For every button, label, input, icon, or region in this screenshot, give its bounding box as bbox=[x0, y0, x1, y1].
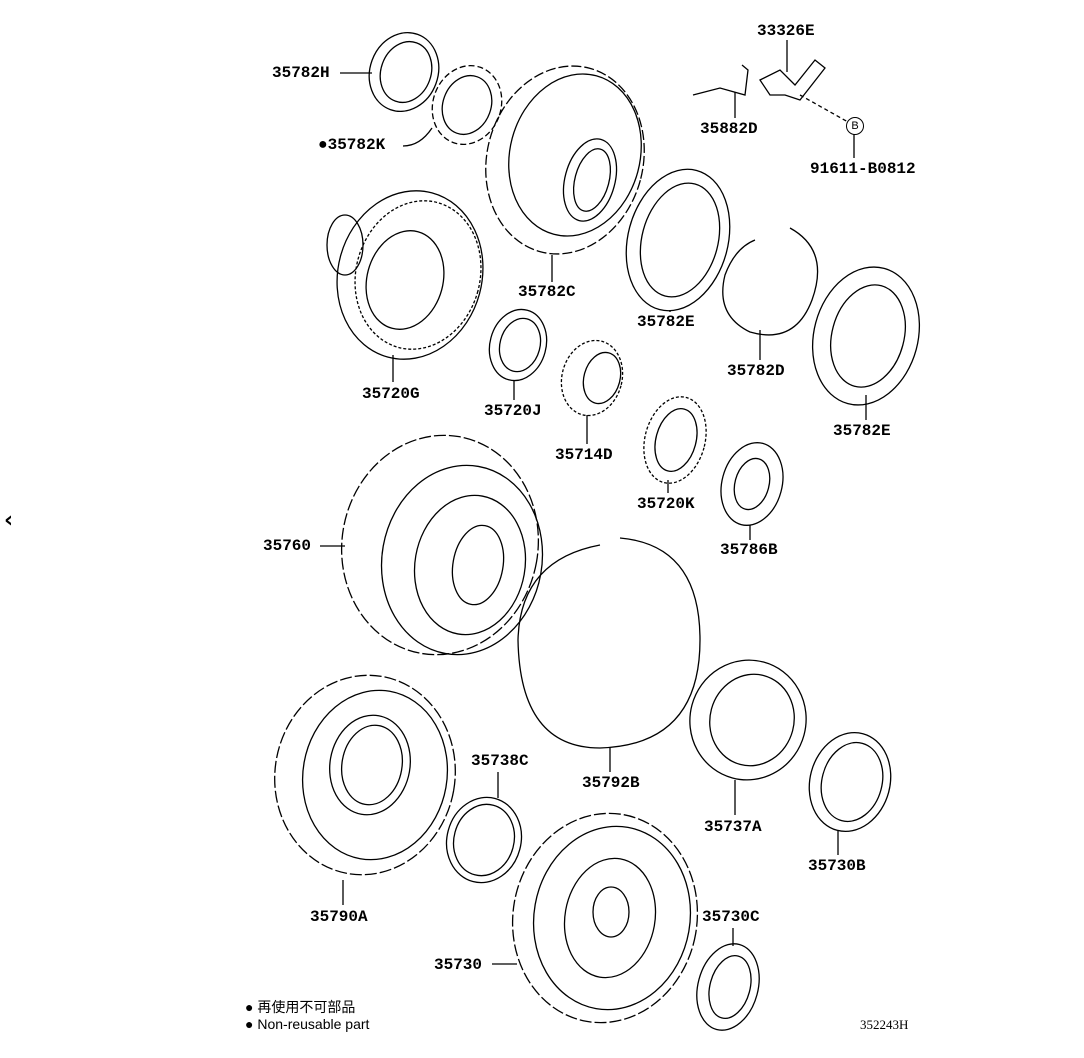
part-35782C-gear bbox=[485, 65, 645, 282]
label-35790A: 35790A bbox=[310, 908, 368, 926]
label-35714D: 35714D bbox=[555, 446, 613, 464]
part-35782H-nut bbox=[340, 32, 440, 112]
part-35782D-snap-ring bbox=[722, 227, 819, 360]
label-35792B: 35792B bbox=[582, 774, 640, 792]
label-35720G: 35720G bbox=[362, 385, 420, 403]
part-35730C-bearing bbox=[696, 928, 760, 1031]
part-35737A-plate bbox=[689, 659, 807, 815]
part-35720J-bearing bbox=[488, 308, 548, 400]
part-35882D-rod bbox=[692, 64, 749, 118]
label-35720J: 35720J bbox=[484, 402, 542, 420]
label-35882D: 35882D bbox=[700, 120, 758, 138]
label-35782H: 35782H bbox=[272, 64, 330, 82]
label-35782C: 35782C bbox=[518, 283, 576, 301]
label-35782D: 35782D bbox=[727, 362, 785, 380]
label-35730B: 35730B bbox=[808, 857, 866, 875]
legend-japanese: ● 再使用不可部品 bbox=[245, 999, 356, 1015]
label-35737A: 35737A bbox=[704, 818, 762, 836]
part-35730-drum bbox=[492, 812, 699, 1024]
part-35714D-needle-bearing bbox=[560, 339, 624, 444]
label-35738C: 35738C bbox=[471, 752, 529, 770]
part-35730B-bearing bbox=[808, 731, 892, 855]
part-35782E-bearing-b bbox=[811, 266, 921, 420]
label-35782E-a: 35782E bbox=[637, 313, 695, 331]
label-91611-B0812: 91611-B0812 bbox=[810, 160, 916, 178]
part-35782E-bearing-a bbox=[625, 168, 731, 312]
reference-b-marker: B bbox=[846, 117, 864, 135]
part-35790A-gear bbox=[274, 674, 456, 905]
label-35730: 35730 bbox=[434, 956, 483, 974]
part-35760-drum bbox=[320, 434, 544, 656]
label-35782E-b: 35782E bbox=[833, 422, 891, 440]
label-35730C: 35730C bbox=[702, 908, 760, 926]
label-35786B: 35786B bbox=[720, 541, 778, 559]
back-chevron-left-icon[interactable]: ‹ bbox=[4, 508, 14, 533]
part-35792B-ring bbox=[517, 537, 701, 772]
label-35782K: ●35782K bbox=[318, 136, 386, 154]
legend-non-reusable: ● Non-reusable part bbox=[245, 1016, 370, 1032]
label-35760: 35760 bbox=[263, 537, 312, 555]
diagram-code: 352243H bbox=[860, 1017, 909, 1032]
part-35720K-thrust-bearing bbox=[643, 396, 707, 493]
label-35720K: 35720K bbox=[637, 495, 695, 513]
part-35738C-thrust-washer bbox=[445, 772, 523, 884]
part-35720G-carrier bbox=[326, 190, 484, 382]
part-33326E-lever bbox=[759, 40, 855, 158]
label-33326E: 33326E bbox=[757, 22, 815, 40]
part-35786B-washer bbox=[720, 442, 784, 540]
part-35782K-lock-washer bbox=[402, 65, 503, 147]
